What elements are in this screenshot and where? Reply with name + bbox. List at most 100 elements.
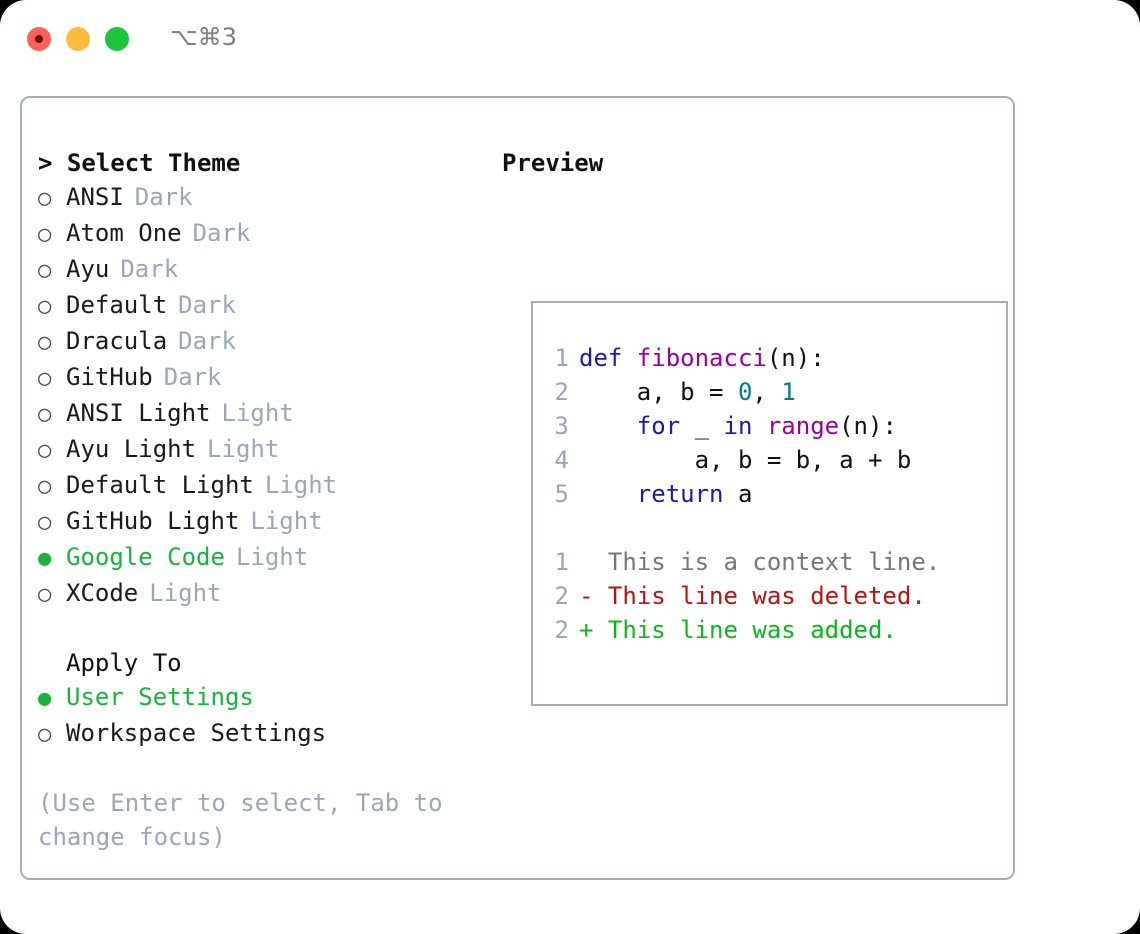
line-number: 5 <box>554 480 569 508</box>
hint-spacer <box>38 752 478 786</box>
token-punc: (n): <box>839 412 897 440</box>
minimize-button[interactable] <box>66 27 90 51</box>
diff-text: - This line was deleted. <box>579 582 926 610</box>
code-text: a, b = b, a + b <box>579 443 912 477</box>
theme-option-dracula[interactable]: ○ Dracula Dark <box>38 324 478 360</box>
code-line: 3 for _ in range(n): <box>533 409 1006 443</box>
theme-name: Google Code <box>66 543 225 571</box>
token-punc: (n): <box>766 344 825 372</box>
code-line: 2 a, b = 0, 1 <box>533 375 1006 409</box>
theme-name: Ayu <box>66 255 110 283</box>
radio-unselected-icon: ○ <box>38 186 52 211</box>
apply-to-label: User Settings <box>66 683 254 711</box>
line-number: 2 <box>554 616 569 644</box>
line-number: 3 <box>554 412 569 440</box>
title-bar: ⌥⌘3 <box>0 0 1140 78</box>
token-plain: _ <box>694 412 724 440</box>
token-kw: def <box>579 344 637 372</box>
radio-unselected-icon: ○ <box>38 330 52 355</box>
theme-option-default-light[interactable]: ○ Default Light Light <box>38 468 478 504</box>
radio-unselected-icon: ○ <box>38 438 52 463</box>
radio-selected-icon: ● <box>38 686 52 711</box>
apply-to-list[interactable]: ● User Settings ○ Workspace Settings <box>38 680 478 752</box>
theme-name: Ayu Light <box>66 435 197 463</box>
token-punc: , <box>752 378 782 406</box>
section-spacer <box>38 612 478 646</box>
radio-selected-icon: ● <box>38 546 52 571</box>
preview-title: Preview <box>502 149 604 177</box>
radio-unselected-icon: ○ <box>38 474 52 499</box>
theme-name: ANSI <box>66 183 124 211</box>
keyboard-hint: (Use Enter to select, Tab to change focu… <box>38 789 458 851</box>
radio-unselected-icon: ○ <box>38 402 52 427</box>
diff-text: + This line was added. <box>579 616 897 644</box>
radio-unselected-icon: ○ <box>38 222 52 247</box>
theme-variant-badge: Dark <box>134 183 193 211</box>
theme-variant-badge: Dark <box>120 255 179 283</box>
maximize-button[interactable] <box>105 27 129 51</box>
theme-variant-badge: Dark <box>163 363 222 391</box>
theme-variant-badge: Light <box>264 471 338 499</box>
theme-name: GitHub <box>66 363 153 391</box>
code-text: for _ in range(n): <box>579 409 897 443</box>
apply-to-title: Apply To <box>66 649 182 677</box>
line-number: 1 <box>554 548 569 576</box>
theme-variant-badge: Dark <box>192 219 251 247</box>
close-button[interactable] <box>27 27 51 51</box>
radio-unselected-icon: ○ <box>38 294 52 319</box>
radio-unselected-icon: ○ <box>38 722 52 747</box>
line-number: 4 <box>554 446 569 474</box>
token-fn: fibonacci <box>636 344 767 372</box>
theme-option-ayu[interactable]: ○ Ayu Dark <box>38 252 478 288</box>
token-plain: a, b = <box>579 378 738 406</box>
theme-variant-badge: Light <box>221 399 294 427</box>
code-line: 4 a, b = b, a + b <box>533 443 1006 477</box>
token-num: 0 <box>737 378 753 406</box>
line-number: 2 <box>554 378 569 406</box>
token-fn: range <box>766 412 840 440</box>
theme-option-ansi[interactable]: ○ ANSI Dark <box>38 180 478 216</box>
theme-variant-badge: Light <box>207 435 280 463</box>
theme-option-default[interactable]: ○ Default Dark <box>38 288 478 324</box>
code-text: def fibonacci(n): <box>579 341 825 375</box>
code-line: 1 def fibonacci(n): <box>533 341 1006 375</box>
theme-option-atom-one[interactable]: ○ Atom One Dark <box>38 216 478 252</box>
token-plain: a, b = b, a + b <box>579 446 912 474</box>
theme-option-ansi-light[interactable]: ○ ANSI Light Light <box>38 396 478 432</box>
theme-variant-badge: Light <box>235 543 309 571</box>
line-number: 1 <box>554 344 569 372</box>
diff-text: This is a context line. <box>579 548 941 576</box>
theme-name: Dracula <box>66 327 168 355</box>
token-num: 1 <box>781 378 796 406</box>
theme-name: ANSI Light <box>66 399 211 427</box>
diff-line-ctx: 1 This is a context line. <box>533 545 1006 579</box>
radio-unselected-icon: ○ <box>38 510 52 535</box>
theme-variant-badge: Light <box>149 579 222 607</box>
apply-to-option-user-settings[interactable]: ● User Settings <box>38 680 478 716</box>
theme-name: Default <box>66 291 168 319</box>
code-text: a, b = 0, 1 <box>579 375 796 409</box>
theme-option-google-code[interactable]: ● Google Code Light <box>38 540 478 576</box>
theme-variant-badge: Light <box>250 507 323 535</box>
theme-name: Default Light <box>66 471 254 499</box>
theme-variant-badge: Dark <box>178 291 236 319</box>
keyboard-shortcut-label: ⌥⌘3 <box>170 23 237 51</box>
theme-option-ayu-light[interactable]: ○ Ayu Light Light <box>38 432 478 468</box>
apply-to-option-workspace-settings[interactable]: ○ Workspace Settings <box>38 716 478 752</box>
window-controls <box>27 27 129 51</box>
theme-variant-badge: Dark <box>178 327 236 355</box>
radio-unselected-icon: ○ <box>38 258 52 283</box>
apply-to-label: Workspace Settings <box>66 719 327 747</box>
theme-name: Atom One <box>66 219 182 247</box>
line-number: 2 <box>554 582 569 610</box>
